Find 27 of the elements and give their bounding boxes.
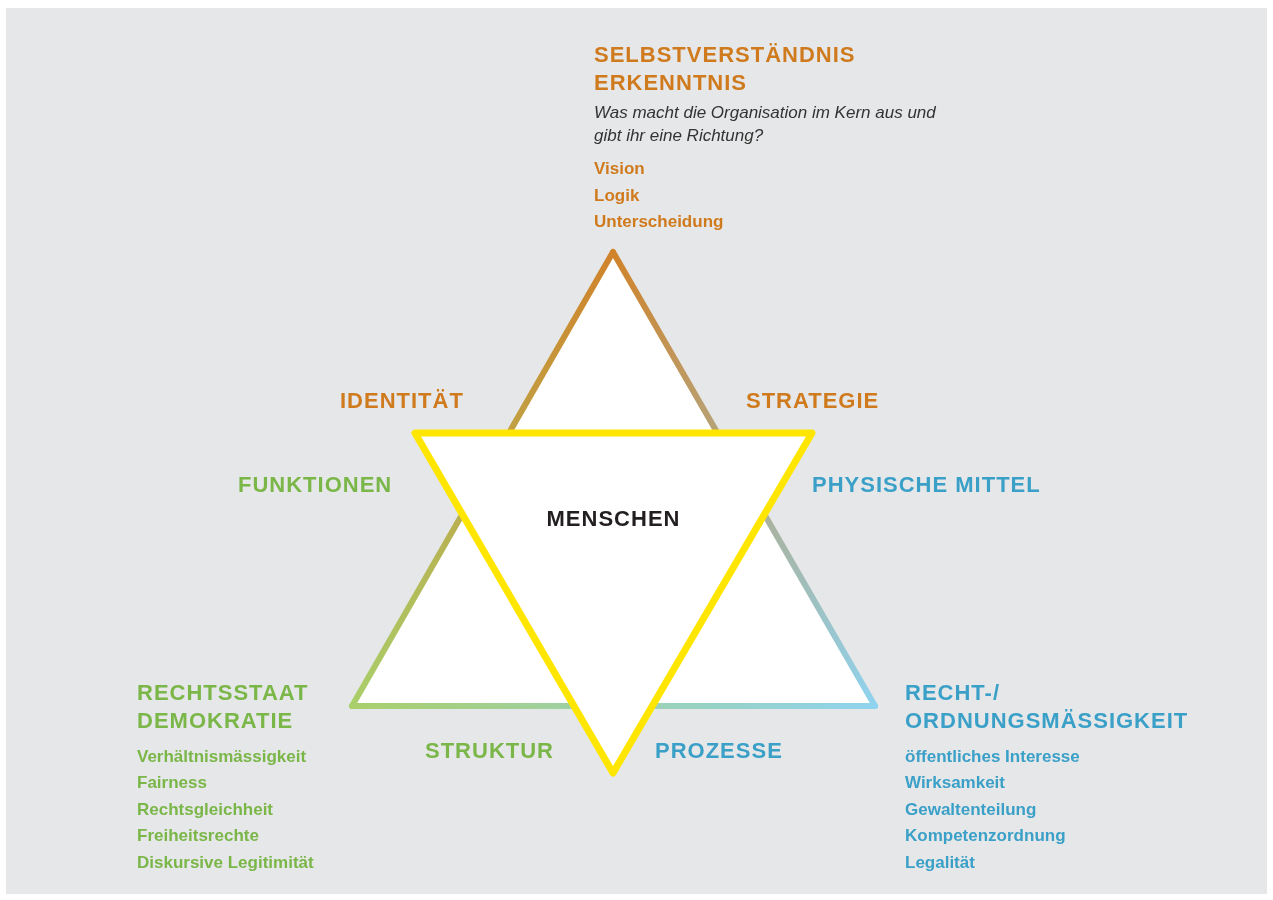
list-item: öffentliches Interesse xyxy=(905,747,1080,767)
list-item: Fairness xyxy=(137,773,207,793)
list-item: Legalität xyxy=(905,853,975,873)
heading-text: DEMOKRATIE xyxy=(137,708,294,734)
heading-text: FUNKTIONEN xyxy=(238,472,393,498)
heading-text: SELBSTVERSTÄNDNIS xyxy=(594,42,856,68)
heading-text: STRATEGIE xyxy=(746,388,880,414)
list-item: Wirksamkeit xyxy=(905,773,1005,793)
heading-text: STRUKTUR xyxy=(425,738,554,764)
question-text: Was macht die Organisation im Kern aus und gibt ihr eine Richtung? xyxy=(594,102,937,147)
heading-text: RECHT-/ xyxy=(905,680,1000,706)
list-item: Freiheitsrechte xyxy=(137,826,259,846)
list-item: Vision xyxy=(594,159,645,179)
list-item: Unterscheidung xyxy=(594,212,724,232)
heading-text: PHYSISCHE MITTEL xyxy=(812,472,1041,498)
heading-text: ORDNUNGSMÄSSIGKEIT xyxy=(905,708,1189,734)
heading-text: PROZESSE xyxy=(655,738,783,764)
heading-text: IDENTITÄT xyxy=(340,388,464,414)
heading-text: ERKENNTNIS xyxy=(594,70,747,96)
center-label: MENSCHEN xyxy=(545,506,682,532)
list-item: Verhältnismässigkeit xyxy=(137,747,307,767)
heading-text: RECHTSSTAAT xyxy=(137,680,309,706)
list-item: Diskursive Legitimität xyxy=(137,853,314,873)
list-item: Rechtsgleichheit xyxy=(137,800,274,820)
list-item: Kompetenzordnung xyxy=(905,826,1066,846)
list-item: Logik xyxy=(594,186,640,206)
list-item: Gewaltenteilung xyxy=(905,800,1037,820)
